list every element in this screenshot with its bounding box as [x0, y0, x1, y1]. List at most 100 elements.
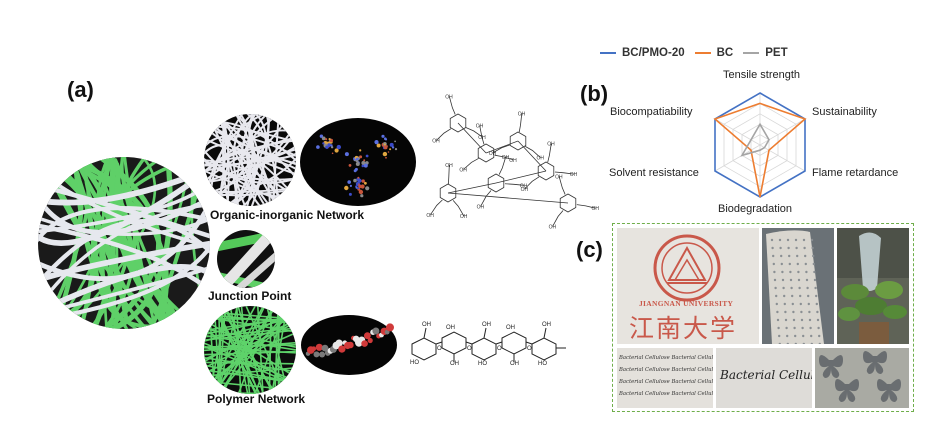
- atom: [322, 142, 325, 145]
- atom: [348, 164, 352, 167]
- atom: [359, 149, 362, 152]
- svg-text:HO: HO: [478, 361, 487, 366]
- perforation-hole: [804, 262, 807, 266]
- linker-bond: [447, 182, 497, 194]
- hydroxyl-label: OH: [570, 172, 578, 178]
- atom: [336, 144, 341, 150]
- radar-axis-label-4: Solvent resistance: [609, 167, 699, 179]
- perforation-hole: [773, 270, 776, 274]
- radar-axis-label-1: Sustainability: [812, 106, 877, 118]
- white-fiber: [231, 114, 271, 206]
- perforation-hole: [794, 334, 797, 338]
- bond-branch: [479, 125, 485, 145]
- perforation-hole: [775, 294, 778, 298]
- perforation-hole: [800, 310, 803, 314]
- perforation-hole: [794, 238, 798, 242]
- chain-atom: [335, 339, 343, 347]
- perforation-hole: [791, 302, 794, 306]
- atom: [328, 138, 331, 141]
- triazine-ring: [477, 143, 495, 163]
- white-fiber: [38, 168, 210, 235]
- bond-branch: [448, 96, 456, 115]
- molecular-cluster-circle: [300, 118, 416, 206]
- perforation-hole: [788, 254, 791, 258]
- chain-atom: [386, 323, 394, 332]
- green-fiber: [256, 306, 265, 394]
- atom: [354, 167, 358, 171]
- perforated-film-sheet: [766, 230, 824, 344]
- radar-axis-label-5: Biocompatiability: [610, 106, 693, 118]
- handwriting-photo: Bacterial Cellulose: [716, 348, 812, 408]
- legend-label-pet: PET: [765, 47, 788, 59]
- perforation-hole: [812, 262, 815, 266]
- svg-text:OH: OH: [506, 325, 515, 331]
- atom: [374, 140, 379, 145]
- hydroxyl-label: OH: [445, 163, 453, 169]
- triazine-ring: [439, 183, 457, 203]
- green-fiber: [204, 318, 296, 372]
- perforation-hole: [808, 318, 812, 322]
- green-fiber: [109, 159, 166, 325]
- perforation-hole: [799, 302, 802, 306]
- atom: [363, 163, 368, 168]
- legend-label-bcpmo: BC/PMO-20: [622, 47, 685, 59]
- perforation-hole: [797, 270, 800, 274]
- atom: [344, 152, 349, 157]
- perforation-hole: [778, 334, 781, 338]
- atom: [348, 192, 352, 196]
- photo-panel-frame: [612, 223, 914, 412]
- organic-inorganic-label: Organic-inorganic Network: [210, 208, 365, 222]
- perforation-hole: [802, 342, 805, 344]
- green-fiber: [208, 306, 282, 394]
- perforation-hole: [775, 302, 778, 306]
- perforation-hole: [774, 286, 777, 290]
- linker-bond: [447, 192, 569, 204]
- perforation-hole: [792, 310, 795, 314]
- atom: [361, 179, 365, 183]
- hydroxyl-label: OH: [521, 187, 529, 193]
- perforation-hole: [807, 294, 810, 298]
- hydroxyl-label: OH: [502, 155, 510, 161]
- svg-text:OH: OH: [446, 325, 455, 331]
- atom: [325, 138, 328, 141]
- perforation-hole: [793, 326, 796, 330]
- perforation-hole: [798, 286, 801, 290]
- perforation-hole: [797, 278, 801, 282]
- hydroxyl-label: OH: [549, 224, 557, 230]
- perforation-hole: [818, 342, 821, 344]
- linker-bond: [517, 140, 547, 172]
- organic-inorganic-fiber-circle: [204, 114, 296, 206]
- atom: [355, 157, 359, 161]
- printed-text-photo: Bacterial Cellulose Bacterial Cellulose …: [617, 348, 713, 408]
- atom: [389, 148, 392, 151]
- organic-inorganic-structure: OHOHOHOHOHOHOHOHOHOHOHOHOHOHOHOHOHOHOHOH…: [426, 94, 599, 230]
- perforation-hole: [780, 262, 783, 266]
- perforation-hole: [817, 326, 820, 330]
- atom: [360, 184, 365, 189]
- bond-branch: [558, 176, 566, 195]
- chain-atom: [313, 351, 320, 358]
- perforation-hole: [814, 286, 817, 290]
- polymer-chain-circle: [301, 315, 397, 375]
- atom: [347, 180, 351, 184]
- white-fiber: [204, 184, 296, 197]
- perforation-hole: [784, 318, 788, 322]
- perforation-hole: [784, 310, 787, 314]
- perforation-hole: [813, 278, 817, 282]
- perforation-hole: [806, 286, 809, 290]
- bond-branch: [576, 204, 596, 209]
- radar-axis-label-0: Tensile strength: [723, 69, 801, 81]
- hydroxyl-label: OH: [537, 156, 545, 162]
- atom: [376, 143, 381, 148]
- perforation-hole: [789, 270, 792, 274]
- perforation-hole: [805, 270, 808, 274]
- perforation-hole: [789, 278, 793, 282]
- svg-text:OH: OH: [450, 361, 459, 366]
- atom: [385, 156, 387, 159]
- svg-text:O: O: [497, 346, 502, 352]
- handwriting-text: Bacterial Cellulose: [720, 368, 812, 382]
- triazine-ring: [537, 161, 555, 181]
- chart-legend: BC/PMO-20 BC PET: [600, 45, 788, 61]
- triazine-ring: [487, 173, 505, 193]
- chain-atom: [367, 337, 373, 344]
